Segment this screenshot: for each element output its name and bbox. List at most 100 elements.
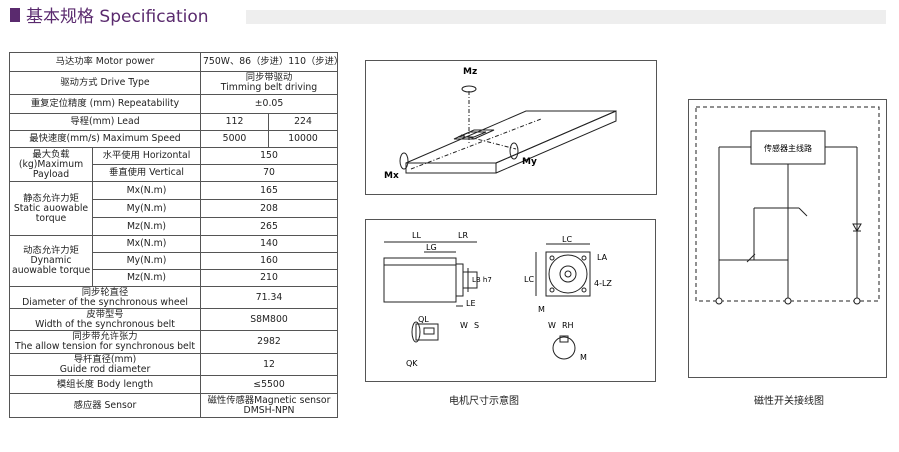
dynamic-label-l3: auowable torque — [12, 265, 91, 276]
rail-side-face — [495, 110, 617, 174]
body-length-label: 模组长度 Body length — [8, 375, 202, 394]
lr-label: LR — [458, 231, 468, 240]
ql-label: QL — [418, 315, 429, 324]
flange-front — [545, 251, 591, 297]
mz-rotation-arrow — [461, 85, 477, 93]
x-axis-line — [410, 118, 542, 170]
rh-label: RH — [562, 321, 574, 330]
payload-h-label: 水平使用 Horizontal — [91, 147, 202, 165]
keyway — [559, 335, 569, 343]
terminal-2 — [784, 297, 792, 305]
motor-power-label: 马达功率 Motor power — [8, 52, 202, 72]
static-mx-label: Mx(N.m) — [91, 181, 202, 200]
w-label-1: W — [460, 321, 468, 330]
y-axis-line — [460, 134, 517, 150]
tension-label-en: The allow tension for synchronous belt — [15, 341, 195, 352]
tension-value: 2982 — [200, 330, 339, 354]
wiring-diagram-panel: 传感器主线路 — [688, 99, 887, 378]
s-label: S — [474, 321, 479, 330]
row-static-mz: Mz(N.m) 265 — [10, 217, 339, 236]
static-my-label: My(N.m) — [91, 199, 202, 218]
shaft-section — [552, 336, 576, 360]
spec-table: 马达功率 Motor power 750W、86（步进）110（步进） 驱动方式… — [8, 52, 339, 418]
qk-label: QK — [406, 359, 418, 368]
motor-power-value: 750W、86（步进）110（步进） — [200, 52, 339, 72]
bolt-hole — [549, 287, 555, 293]
lc-top-label: LC — [562, 235, 572, 244]
static-mz-value: 265 — [200, 217, 339, 236]
dynamic-mx-value: 140 — [200, 235, 339, 253]
section-divider-bar — [246, 10, 886, 24]
static-mz-label: Mz(N.m) — [91, 217, 202, 236]
dynamic-my-value: 160 — [200, 252, 339, 270]
wiring-diagram-caption: 磁性开关接线图 — [754, 396, 824, 407]
my-label: My — [522, 157, 537, 167]
shaft-end — [411, 321, 421, 343]
row-repeatability: 重复定位精度 (mm) Repeatability ±0.05 — [8, 94, 339, 114]
rail-front-face — [405, 162, 497, 174]
sensor-circuit-label: 传感器主线路 — [764, 143, 812, 153]
drive-value-en: Timming belt driving — [220, 82, 318, 93]
payload-v-value: 70 — [200, 164, 339, 182]
static-label-l3: torque — [35, 212, 67, 224]
bolt-hole — [581, 287, 587, 293]
dynamic-mx-label: Mx(N.m) — [91, 235, 202, 253]
section-square-icon — [10, 8, 20, 22]
payload-v-label: 垂直使用 Vertical — [91, 164, 202, 182]
key — [423, 327, 435, 335]
speed-value-2: 10000 — [268, 130, 339, 148]
lead-value-1: 112 — [200, 113, 270, 131]
guide-label: 导杆直径(mm)Guide rod diameter — [8, 353, 202, 376]
payload-h-value: 150 — [200, 147, 339, 165]
moment-diagram: Mz Mx My — [384, 67, 617, 181]
drive-label: 驱动方式 Drive Type — [8, 71, 202, 95]
lg-label: LG — [426, 243, 437, 252]
lead-value-2: 224 — [268, 113, 339, 131]
wheel-value: 71.34 — [200, 286, 339, 309]
terminal-3 — [853, 297, 861, 305]
lead-label: 导程(mm) Lead — [8, 113, 202, 131]
sensor-boundary — [695, 106, 880, 302]
belt-label-en: Width of the synchronous belt — [35, 318, 175, 330]
dynamic-my-label: My(N.m) — [91, 252, 202, 270]
belt-label-cn: 皮带型号 — [86, 308, 124, 320]
mx-rotation-arrow — [399, 152, 409, 170]
speed-label: 最快速度(mm/s) Maximum Speed — [8, 130, 202, 148]
guide-label-en: Guide rod diameter — [59, 363, 151, 375]
wheel-label-en: Diameter of the synchronous wheel — [22, 296, 188, 308]
m-label-top: M — [538, 305, 545, 314]
tension-label-cn: 同步带允许张力 — [72, 331, 138, 342]
transistor-collector — [798, 207, 808, 217]
carriage-block — [453, 129, 495, 140]
payload-label-l2: (kg)Maximum — [18, 158, 84, 170]
static-label-l1: 静态允许力矩 — [23, 192, 79, 204]
mz-label: Mz — [463, 67, 477, 77]
mx-label: Mx — [384, 171, 399, 181]
wheel-label-cn: 同步轮直径 — [81, 286, 129, 298]
diode-symbol — [852, 223, 862, 233]
drive-value-cn: 同步带驱动 — [245, 72, 293, 83]
payload-label-l3: Payload — [32, 168, 70, 180]
m-label-bottom: M — [580, 353, 587, 362]
motor-dimension-diagram: LL LR LG LB h7 LE LC LC LA 4-LZ M QL W S… — [383, 231, 612, 368]
ll-label: LL — [412, 231, 421, 240]
motor-shaft — [462, 271, 478, 289]
sensor-value-l1: 磁性传感器Magnetic sensor — [207, 394, 331, 406]
body-length-value: ≤5500 — [200, 375, 339, 394]
guide-label-cn: 导杆直径(mm) — [73, 353, 137, 365]
lb-label: LB h7 — [472, 276, 492, 284]
